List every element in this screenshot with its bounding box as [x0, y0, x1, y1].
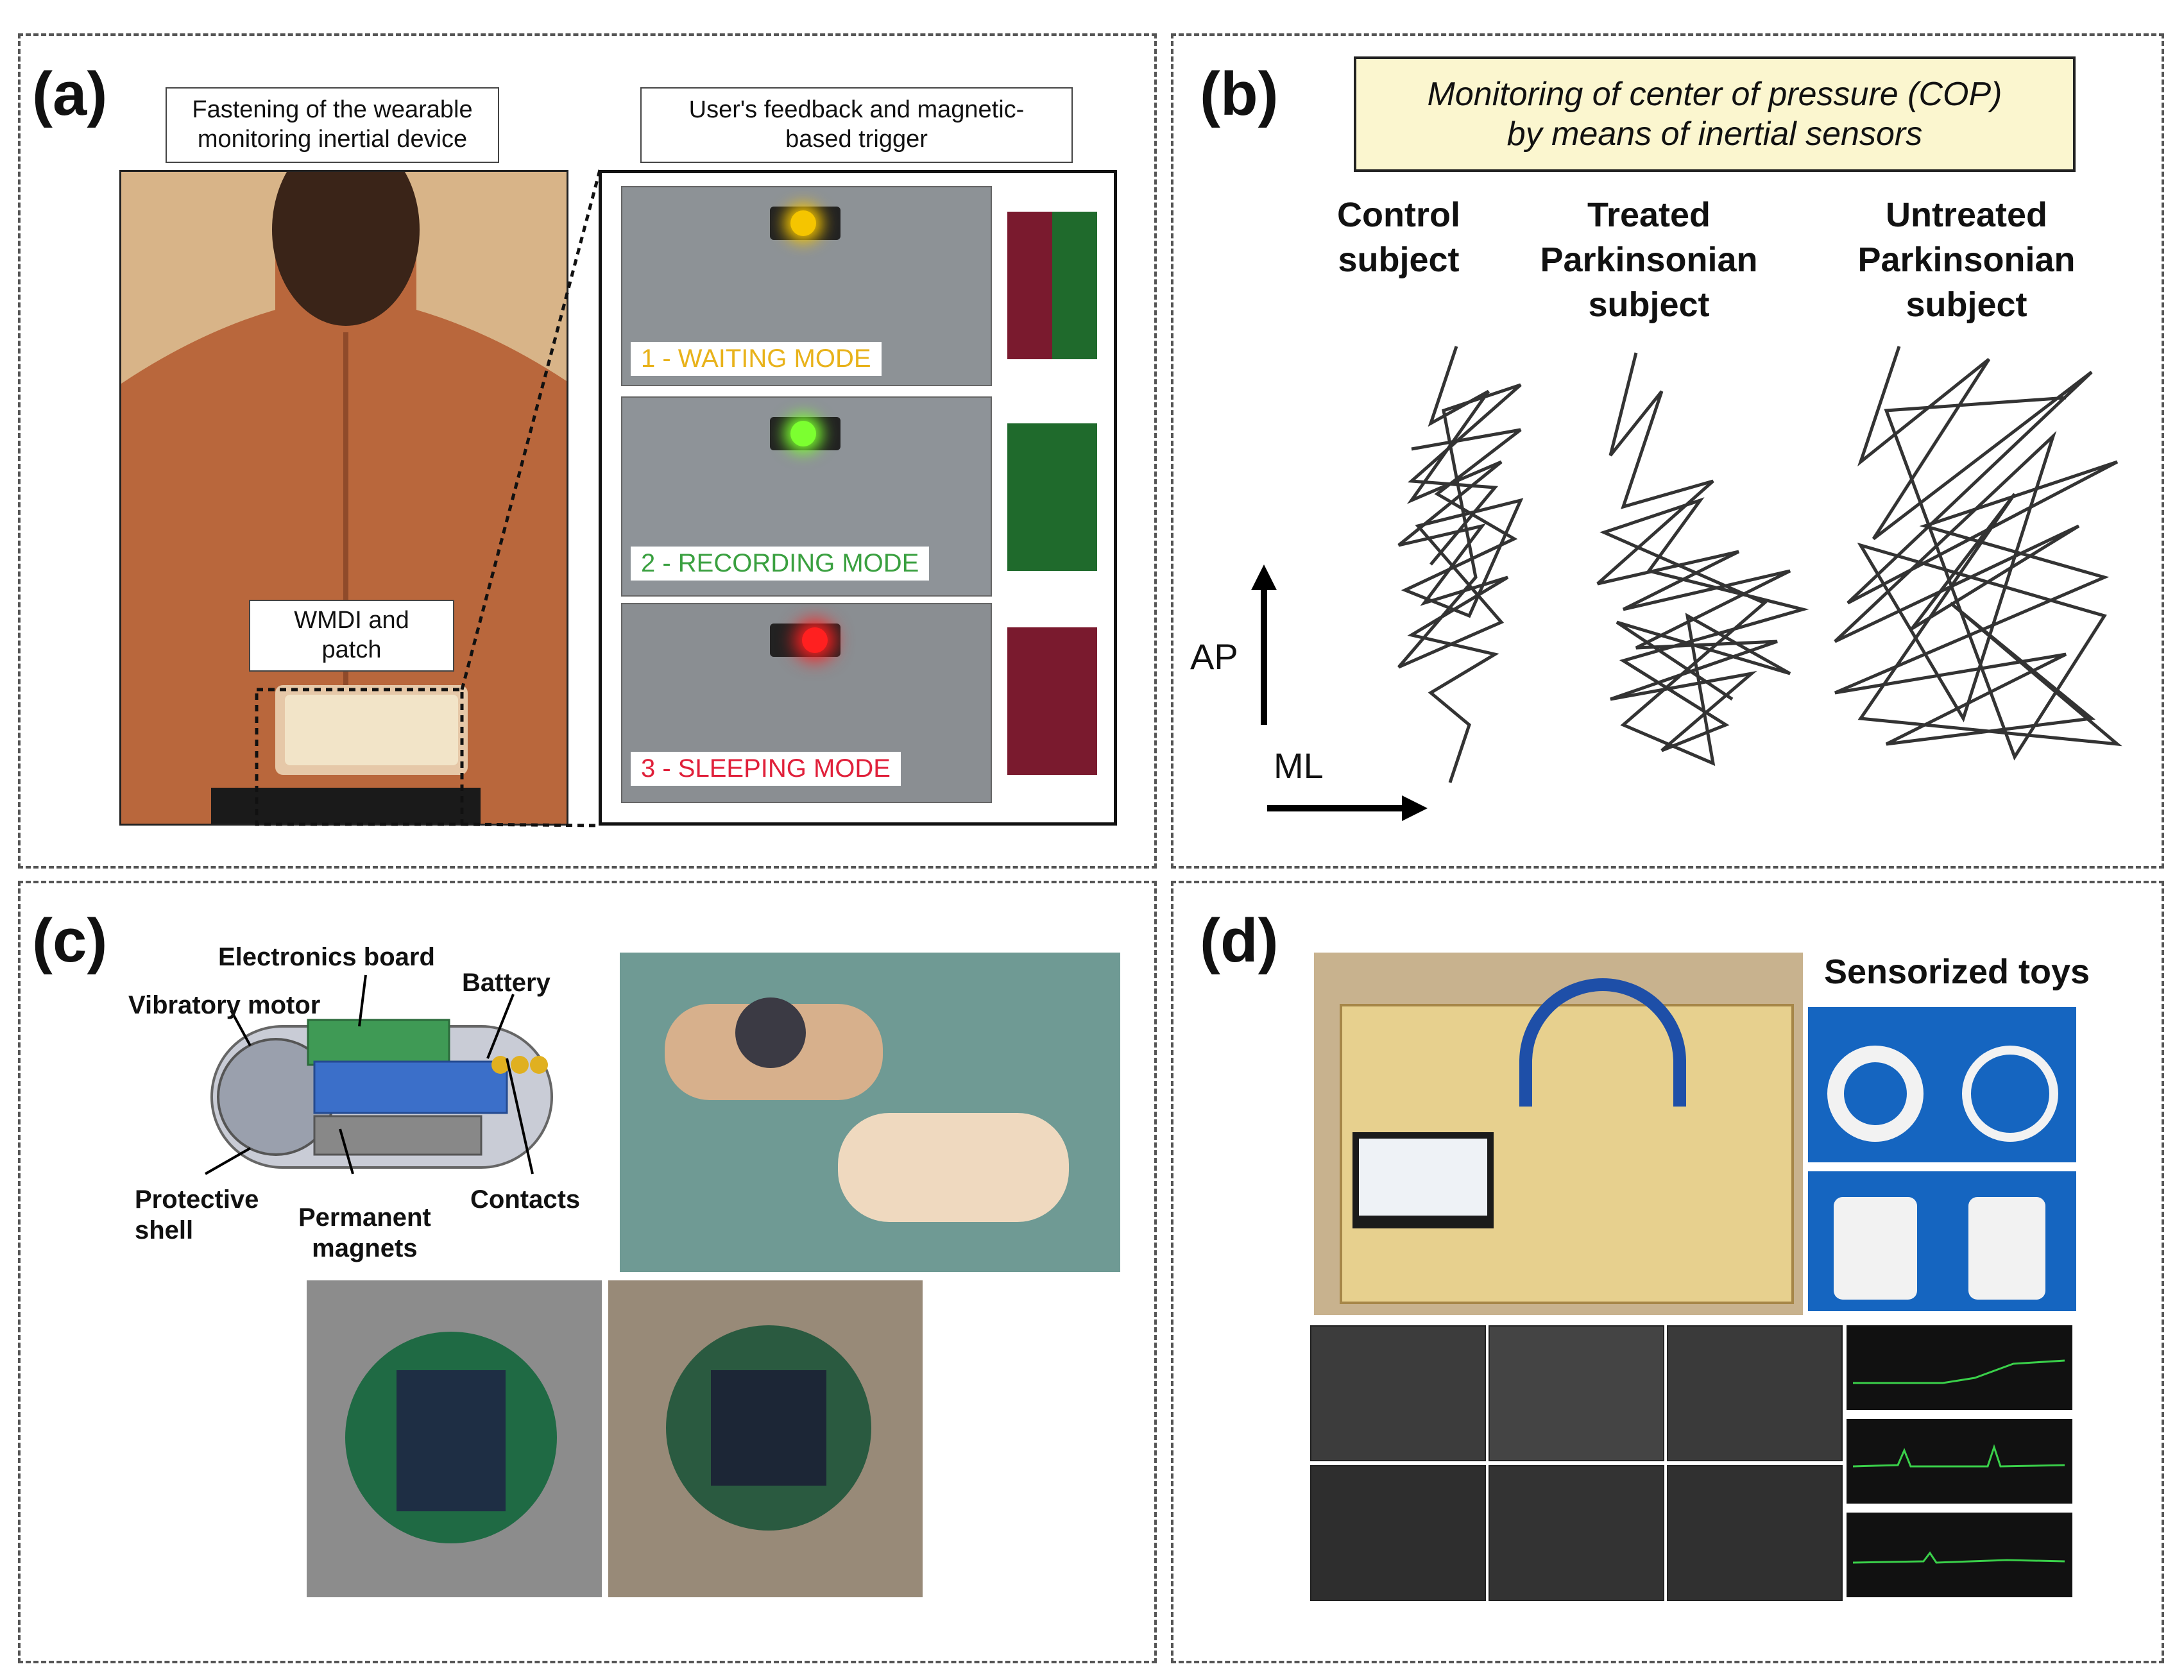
crib-arch: [1519, 978, 1686, 1107]
swatch-sleeping: [1007, 627, 1097, 775]
ap-axis-label: AP: [1190, 636, 1238, 677]
led-glow-yellow: [790, 210, 816, 236]
part-permanent-magnets: Permanent magnets: [298, 1203, 431, 1262]
part-contacts: Contacts: [470, 1185, 581, 1214]
panel-c-label: (c): [32, 906, 108, 975]
face-frame: [1667, 1325, 1843, 1461]
signal-plots: [1847, 1325, 2072, 1601]
board-left-chip: [397, 1370, 506, 1511]
box-wmdi-patch: WMDI and patch: [249, 600, 454, 672]
face-frame: [1310, 1325, 1486, 1461]
capsule-shell-shape: [838, 1113, 1069, 1222]
toy-handle-2: [1968, 1197, 2045, 1300]
box-fastening: Fastening of the wearable monitoring ine…: [166, 87, 499, 163]
face-frame: [1489, 1325, 1664, 1461]
label-treated-subject: Treated Parkinsonian subject: [1540, 196, 1758, 325]
toys-rings-photo: [1808, 1007, 2076, 1162]
capsule-board-shape: [735, 997, 806, 1068]
panel-c: [18, 881, 1157, 1663]
part-electronics-board: Electronics board: [218, 943, 435, 971]
ml-axis-arrow: [1267, 795, 1428, 821]
capsule-leader-lines: [205, 974, 534, 1175]
laptop-screen: [1359, 1139, 1487, 1216]
swatch-waiting: [1007, 212, 1097, 359]
capsule-photo: [620, 953, 1120, 1272]
face-frame: [1489, 1465, 1664, 1601]
panel-d: [1171, 881, 2164, 1663]
box-feedback-trigger: User's feedback and magnetic- based trig…: [640, 87, 1073, 163]
cop-title-box: Monitoring of center of pressure (COP) b…: [1354, 56, 2076, 172]
panel-b: [1171, 33, 2164, 869]
back-photo: [119, 170, 568, 826]
part-protective-shell: Protective shell: [135, 1185, 259, 1244]
label-control-subject: Control subject: [1337, 196, 1460, 280]
panel-a-label: (a): [32, 60, 108, 128]
cop-trajectory-control: [1397, 346, 1524, 783]
back-illustration: [121, 172, 567, 824]
mode-label-recording: 2 - RECORDING MODE: [631, 547, 930, 581]
board-photo-left: [307, 1280, 602, 1597]
panel-d-label: (d): [1200, 906, 1279, 975]
signal-plot-1: [1847, 1325, 2072, 1410]
board-right-chip: [711, 1370, 826, 1486]
sensorized-toys-title: Sensorized toys: [1823, 953, 2090, 991]
ml-axis-label: ML: [1274, 745, 1324, 786]
ap-axis-arrow: [1251, 564, 1277, 725]
toy-handle-1: [1834, 1197, 1917, 1300]
led-glow-green: [790, 421, 816, 446]
mode-label-waiting: 1 - WAITING MODE: [631, 342, 882, 376]
part-battery: Battery: [462, 969, 550, 997]
crib-photo: [1314, 953, 1803, 1315]
toys-handles-photo: [1808, 1171, 2076, 1311]
led-glow-red: [802, 627, 828, 653]
signal-traces: [1852, 1359, 2065, 1564]
panel-b-label: (b): [1200, 60, 1279, 128]
part-vibratory-motor: Vibratory motor: [128, 991, 321, 1019]
face-tracking-grid: [1310, 1325, 1843, 1601]
swatch-recording: [1007, 423, 1097, 571]
capsule-diagram: [210, 1019, 553, 1169]
cop-trajectory-untreated: [1834, 346, 2122, 761]
signal-plot-2: [1847, 1419, 2072, 1504]
face-frame: [1310, 1465, 1486, 1601]
panel-a: [18, 33, 1157, 869]
toy-ring-2: [1962, 1046, 2058, 1142]
toy-ring-1: [1827, 1046, 1924, 1142]
label-untreated-subject: Untreated Parkinsonian subject: [1857, 196, 2076, 325]
face-frame: [1667, 1465, 1843, 1601]
mode-frame: [599, 170, 1117, 826]
signal-plot-3: [1847, 1513, 2072, 1597]
mode-label-sleeping: 3 - SLEEPING MODE: [631, 752, 901, 786]
cop-trajectory-treated: [1596, 352, 1809, 767]
board-photo-right: [608, 1280, 923, 1597]
